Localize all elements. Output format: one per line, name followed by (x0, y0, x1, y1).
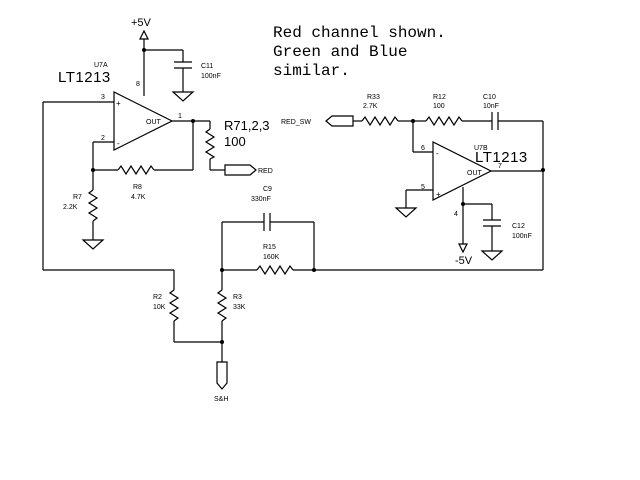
port-red-sw: RED_SW (281, 115, 354, 127)
c12-value: 100nF (512, 233, 532, 240)
r2-value: 10K (153, 304, 166, 311)
r15-ref: R15 (263, 244, 276, 251)
opamp-u7b: U7B LT1213 OUT - + 6 5 7 4 (421, 141, 528, 218)
u7b-pin-6: 6 (421, 145, 425, 152)
resistor-r3: R3 33K (216, 289, 246, 362)
resistor-r8: R8 4.7K (93, 164, 193, 201)
u7b-minus-sign: - (436, 149, 439, 158)
u7b-plus-sign: + (436, 190, 441, 199)
annotation-note: Red channel shown. Green and Blue simila… (273, 24, 446, 80)
c11-value: 100nF (201, 73, 221, 80)
u7a-part-number: LT1213 (58, 69, 111, 86)
u7a-output-label: OUT (146, 119, 162, 126)
r8-ref: R8 (133, 184, 142, 191)
capacitor-c10: C10 10nF (483, 94, 543, 130)
r71-value: 100 (224, 134, 246, 149)
c9-ref: C9 (263, 186, 272, 193)
u7b-ref: U7B (474, 145, 488, 152)
r7-ref: R7 (73, 194, 82, 201)
u7a-ref: U7A (94, 62, 108, 69)
negative-supply-symbol: -5V (455, 243, 473, 267)
opamp-u7a: LT1213 U7A OUT + - 3 2 1 8 (58, 62, 182, 151)
positive-supply-symbol: +5V (131, 17, 152, 40)
ground-icon (394, 207, 418, 218)
r15-value: 160K (263, 254, 280, 261)
ground-icon (81, 239, 105, 250)
u7a-plus-sign: + (116, 99, 121, 108)
positive-supply-label: +5V (131, 17, 152, 29)
r2-ref: R2 (153, 294, 162, 301)
u7b-pin-5: 5 (421, 184, 425, 191)
note-line-2: Green and Blue (273, 43, 407, 61)
r12-value: 100 (433, 103, 445, 110)
supply-arrow-icon (139, 29, 149, 40)
c10-value: 10nF (483, 103, 499, 110)
u7b-pin-7: 7 (498, 163, 502, 170)
port-red: RED (224, 164, 273, 176)
resistor-r2: R2 10K (153, 270, 180, 342)
port-red-sw-label: RED_SW (281, 119, 311, 126)
capacitor-c9: C9 330nF (222, 186, 314, 231)
ground-icon (171, 91, 195, 102)
port-sh: S&H (214, 361, 228, 403)
port-red-label: RED (258, 168, 273, 175)
u7a-pin-1: 1 (178, 113, 182, 120)
r3-value: 33K (233, 304, 246, 311)
u7a-minus-sign: - (117, 139, 120, 148)
u7a-pin-2: 2 (101, 135, 105, 142)
r12-ref: R12 (433, 94, 446, 101)
capacitor-c12: C12 100nF (480, 204, 532, 261)
r71-ref: R71,2,3 (224, 118, 270, 133)
r33-ref: R33 (367, 94, 380, 101)
r33-value: 2.7K (363, 103, 378, 110)
port-sh-label: S&H (214, 396, 228, 403)
u7a-pin-3: 3 (101, 94, 105, 101)
c11-ref: C11 (201, 63, 213, 70)
r7-value: 2.2K (63, 204, 78, 211)
note-line-1: Red channel shown. (273, 24, 446, 42)
c9-value: 330nF (251, 196, 271, 203)
negative-supply-label: -5V (455, 255, 473, 267)
capacitor-c11: C11 100nF (171, 50, 221, 102)
resistor-r33: R33 2.7K (361, 94, 413, 127)
r8-value: 4.7K (131, 194, 146, 201)
resistor-r7: R7 2.2K (63, 189, 105, 250)
u7b-output-label: OUT (467, 170, 483, 177)
c12-ref: C12 (512, 223, 525, 230)
u7a-pin-8: 8 (136, 81, 140, 88)
c10-ref: C10 (483, 94, 496, 101)
u7b-part-number: LT1213 (475, 149, 528, 166)
resistor-r15: R15 160K (222, 244, 314, 276)
note-line-3: similar. (273, 62, 350, 80)
resistor-r71: R71,2,3 100 (204, 118, 270, 171)
ground-icon (480, 250, 504, 261)
u7b-pin-4: 4 (454, 211, 458, 218)
supply-arrow-icon (458, 243, 468, 254)
r3-ref: R3 (233, 294, 242, 301)
resistor-r12: R12 100 (413, 94, 492, 127)
